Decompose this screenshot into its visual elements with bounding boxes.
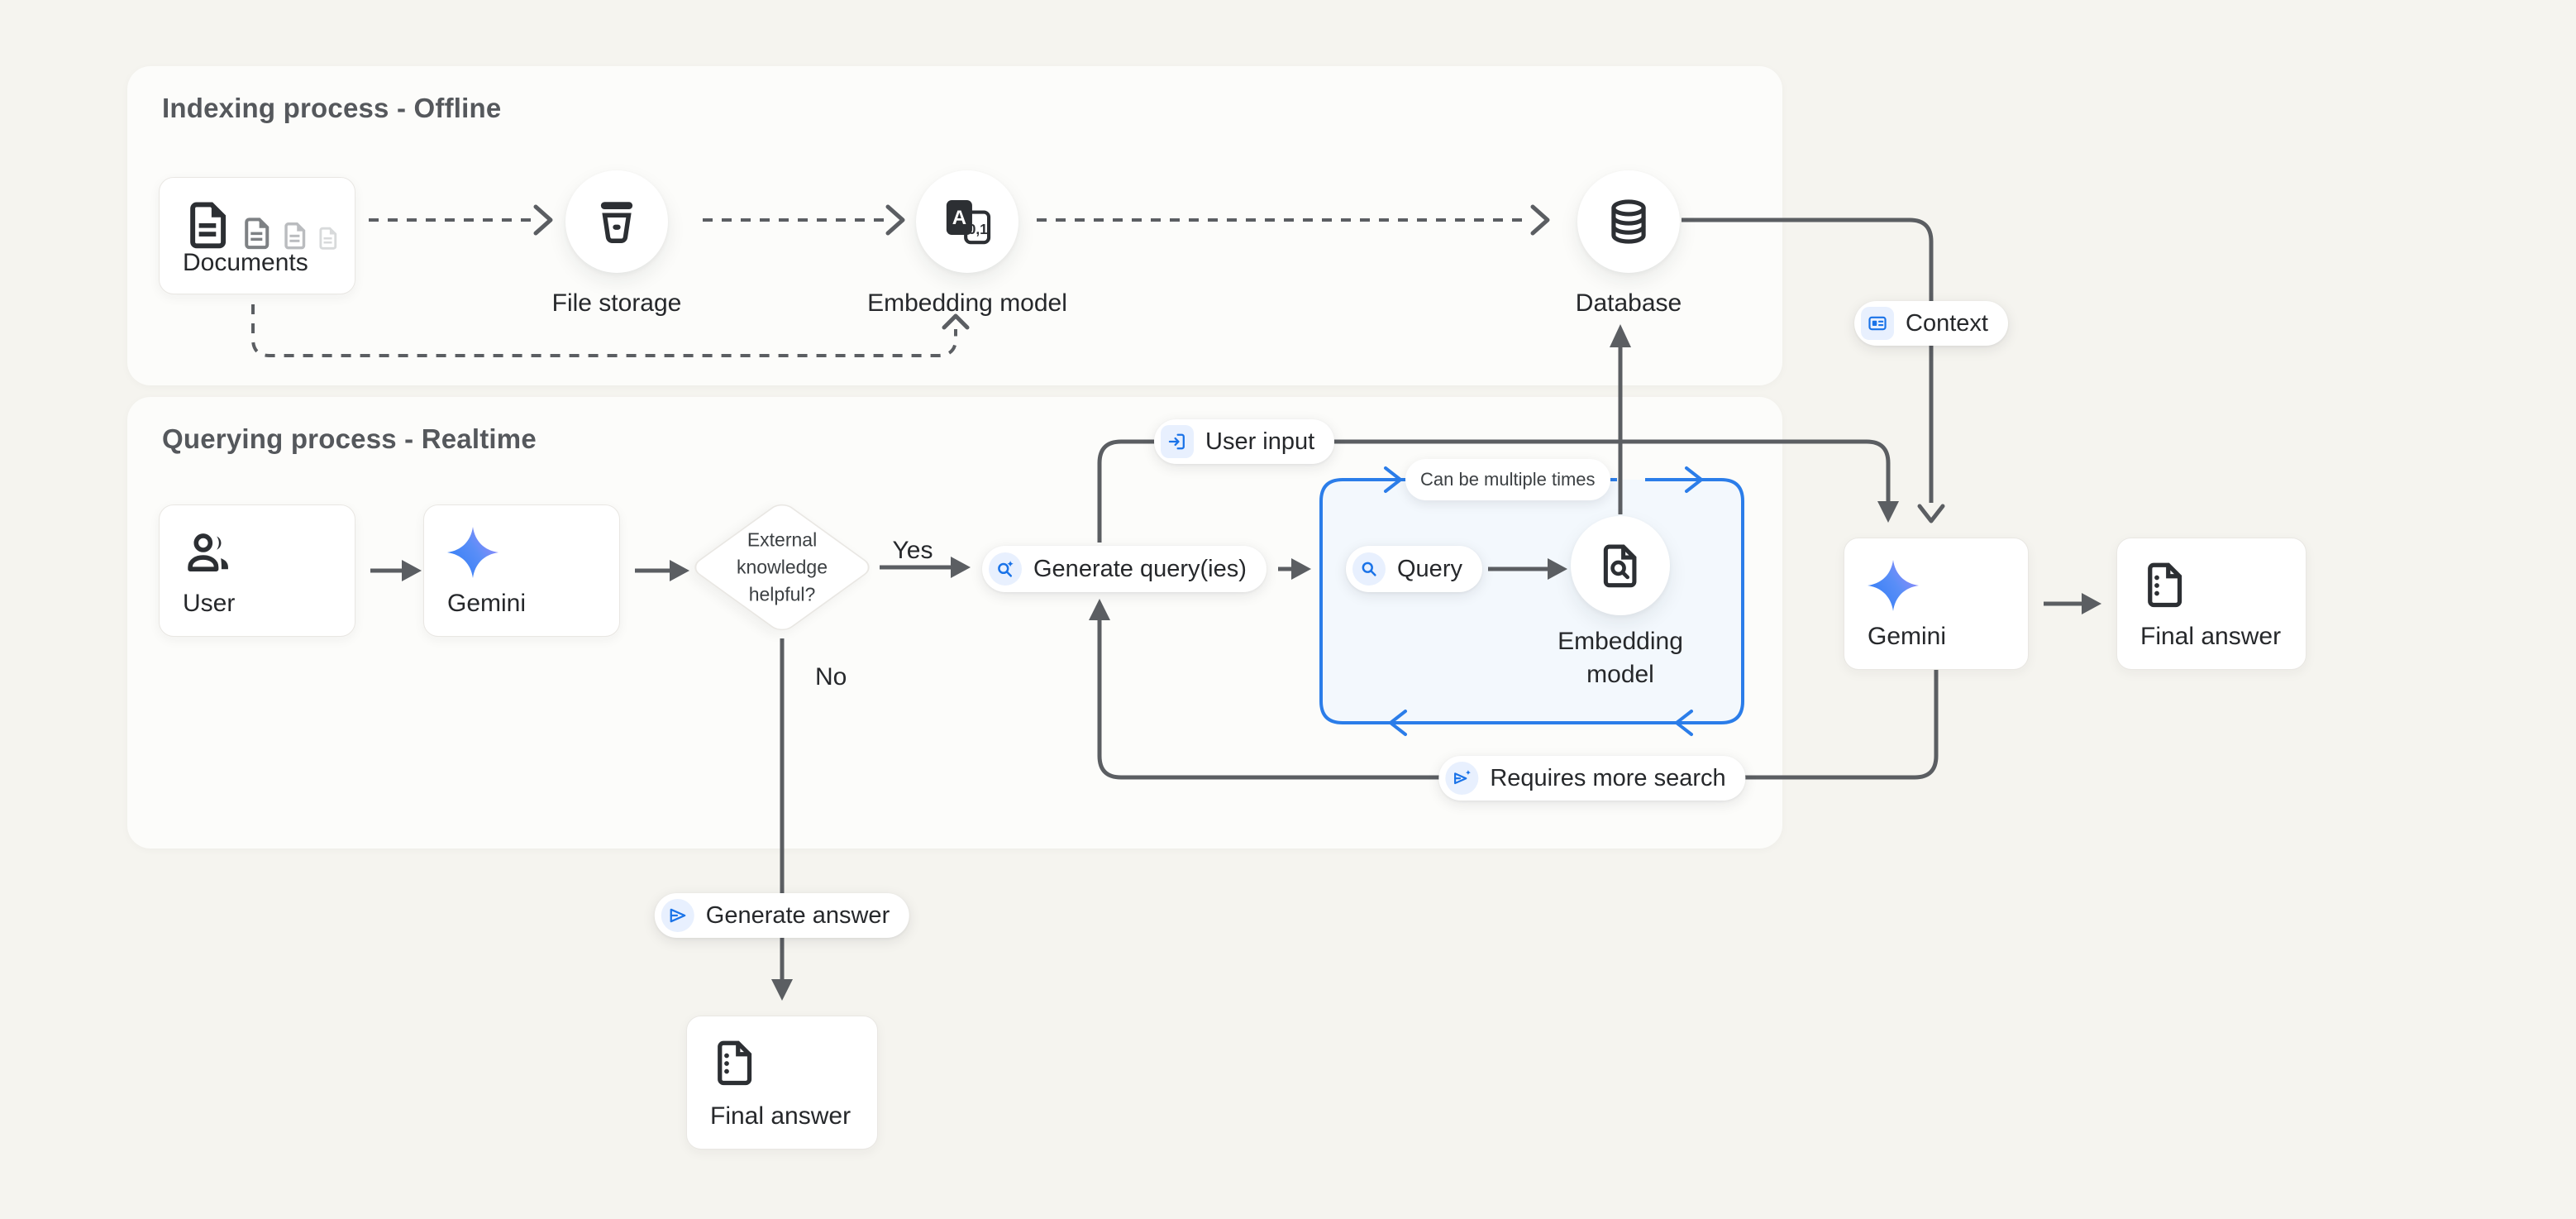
arrowhead-filled <box>1089 599 1110 620</box>
requires-more-search-label: Requires more search <box>1490 764 1726 791</box>
can-be-multiple-times-label: Can be multiple times <box>1420 469 1596 490</box>
arrowhead-filled <box>951 557 971 578</box>
gemini-left-node: Gemini <box>423 504 620 637</box>
edge-documents-to-embedding-loop <box>251 304 957 357</box>
search-spark-icon <box>989 552 1022 586</box>
database-label: Database <box>1575 289 1682 317</box>
arrowhead-filled <box>2082 593 2101 614</box>
loop-arrow-left <box>1389 710 1407 736</box>
gemini-star-icon <box>1868 560 1919 611</box>
arrowhead-chevron <box>1530 204 1550 236</box>
context-label: Context <box>1906 309 1988 337</box>
file-storage-label: File storage <box>551 289 682 317</box>
arrowhead-chevron <box>885 204 905 236</box>
arrowhead-chevron <box>533 204 553 236</box>
summarize-doc-icon <box>718 1040 752 1086</box>
final-answer-right-label: Final answer <box>2140 623 2282 650</box>
send-icon <box>661 899 694 932</box>
user-input-label: User input <box>1205 428 1315 455</box>
query-node: Query <box>1346 546 1482 592</box>
documents-node: Documents <box>159 177 355 294</box>
user-node: User <box>159 504 355 637</box>
final-answer-bottom-label: Final answer <box>710 1102 852 1130</box>
can-be-multiple-times-badge: Can be multiple times <box>1405 459 1610 500</box>
gemini-star-icon <box>447 527 499 578</box>
context-icon <box>1861 307 1895 340</box>
embedding-model-offline-node: 0,1 A <box>916 170 1018 273</box>
generate-answer-label: Generate answer <box>705 901 890 929</box>
context-badge: Context <box>1854 301 2008 346</box>
database-node <box>1577 170 1680 273</box>
embedding-model-offline-label: Embedding model <box>867 289 1067 317</box>
summarize-doc-icon <box>2148 562 2182 608</box>
yes-edge-label: Yes <box>892 537 933 564</box>
file-storage-node <box>565 170 668 273</box>
loop-box-border <box>1319 478 1744 724</box>
user-input-badge: User input <box>1154 419 1335 464</box>
query-label: Query <box>1397 555 1462 582</box>
search-icon <box>1352 552 1386 586</box>
embedding-model-realtime-label: Embedding model <box>1558 628 1683 688</box>
gemini-left-label: Gemini <box>447 590 527 617</box>
svg-text:A: A <box>952 207 966 229</box>
arrowhead-filled <box>1548 558 1567 580</box>
loop-arrow-right <box>1685 466 1703 493</box>
generate-queries-label: Generate query(ies) <box>1033 555 1247 582</box>
requires-more-search-badge: Requires more search <box>1438 756 1746 801</box>
user-label: User <box>183 590 236 617</box>
arrowhead-chevron <box>1917 504 1945 523</box>
documents-icon <box>183 198 355 251</box>
input-icon <box>1161 425 1194 458</box>
database-icon <box>1611 199 1646 244</box>
generate-answer-badge: Generate answer <box>654 893 910 938</box>
embedding-model-realtime-node <box>1571 516 1670 615</box>
generate-queries-node: Generate query(ies) <box>982 546 1267 592</box>
gemini-right-node: Gemini <box>1844 538 2029 670</box>
indexing-section-title: Indexing process - Offline <box>162 93 502 123</box>
final-answer-bottom-node: Final answer <box>686 1016 878 1150</box>
translate-numbers-icon: 0,1 A <box>946 199 991 245</box>
arrowhead-filled <box>402 560 422 581</box>
arrowhead-chevron <box>942 313 970 330</box>
file-search-icon <box>1603 544 1637 588</box>
edge-generate-queries-to-gemini-userinput <box>1097 439 1891 543</box>
bucket-icon <box>600 202 633 243</box>
no-edge-label: No <box>815 663 847 691</box>
decision-node: External knowledge helpful? <box>688 495 876 640</box>
querying-section-title: Querying process - Realtime <box>162 423 537 454</box>
arrowhead-filled <box>1291 558 1311 580</box>
loop-arrow-right <box>1384 466 1402 493</box>
documents-label: Documents <box>183 249 308 276</box>
users-icon <box>188 533 228 571</box>
svg-text:0,1: 0,1 <box>968 221 988 237</box>
edge-database-to-gemini-context <box>1682 218 1934 503</box>
decision-label: External knowledge helpful? <box>737 528 828 605</box>
arrowhead-filled <box>1877 501 1899 523</box>
loop-arrow-left <box>1675 710 1693 736</box>
arrowhead-filled <box>771 979 793 1001</box>
arrowhead-filled <box>1610 324 1631 347</box>
gemini-right-label: Gemini <box>1868 623 1947 650</box>
send-spark-icon <box>1445 762 1479 795</box>
final-answer-right-node: Final answer <box>2116 538 2306 670</box>
arrowhead-filled <box>670 560 689 581</box>
